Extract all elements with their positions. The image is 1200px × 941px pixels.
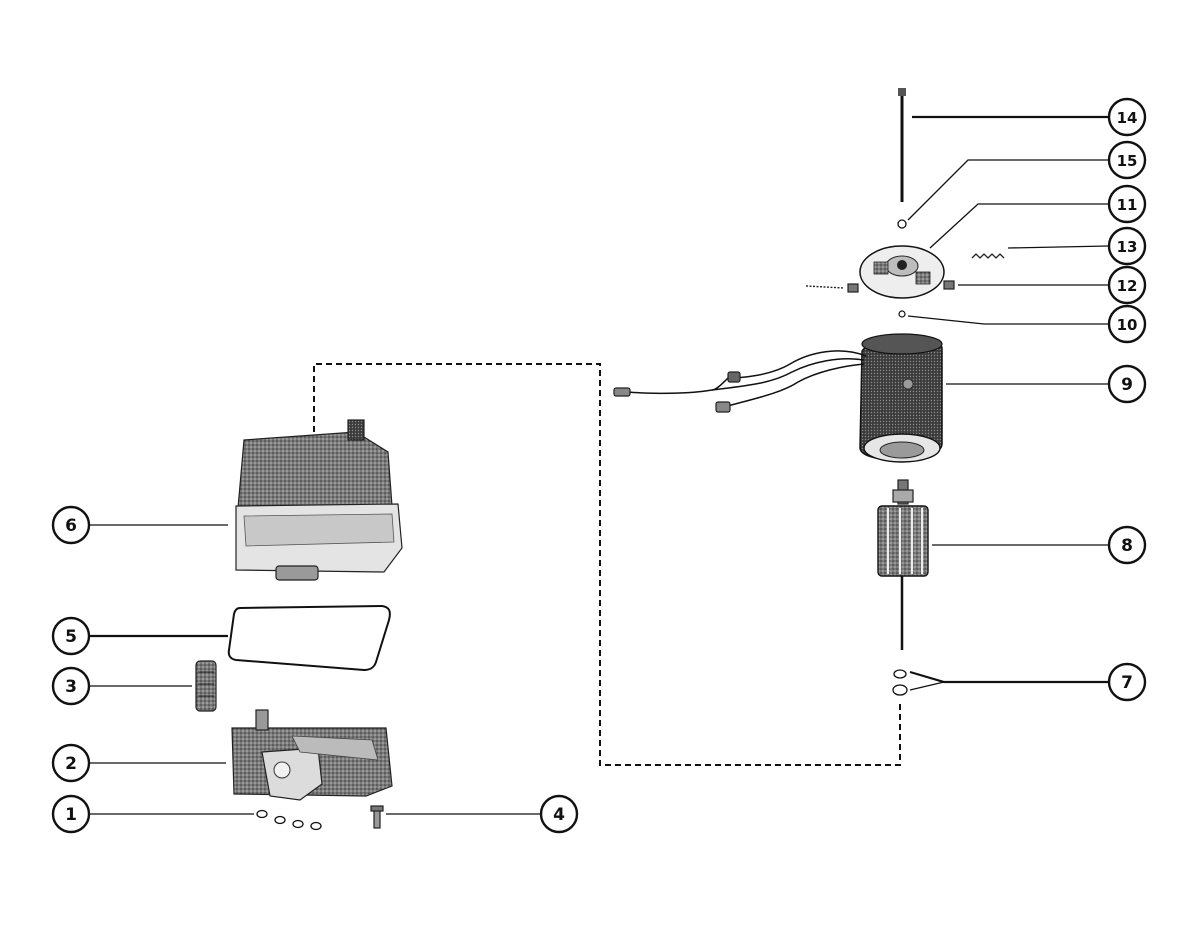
svg-text:7: 7 bbox=[1121, 673, 1133, 693]
callout-9: 9 bbox=[1107, 364, 1147, 404]
svg-text:15: 15 bbox=[1117, 152, 1138, 170]
callout-14: 14 bbox=[1107, 97, 1147, 137]
callout-13: 13 bbox=[1107, 226, 1147, 266]
svg-text:4: 4 bbox=[553, 805, 565, 825]
callout-8: 8 bbox=[1107, 525, 1147, 565]
part-brush-right bbox=[943, 280, 955, 290]
part-valve-body bbox=[231, 709, 393, 801]
callout-12: 12 bbox=[1107, 265, 1147, 305]
svg-text:6: 6 bbox=[65, 516, 77, 536]
part-thru-bolt bbox=[898, 88, 906, 202]
callout-7: 7 bbox=[1107, 662, 1147, 702]
callout-3: 3 bbox=[51, 666, 91, 706]
part-filter bbox=[195, 660, 217, 712]
part-ball bbox=[898, 310, 906, 318]
callout-2: 2 bbox=[51, 743, 91, 783]
leader-lines bbox=[90, 115, 1109, 815]
part-armature bbox=[877, 479, 929, 650]
part-wire-terminals bbox=[613, 371, 741, 413]
callout-11: 11 bbox=[1107, 184, 1147, 224]
svg-text:12: 12 bbox=[1117, 277, 1138, 295]
svg-text:2: 2 bbox=[65, 754, 77, 774]
callout-10: 10 bbox=[1107, 304, 1147, 344]
part-lead-wires bbox=[627, 350, 867, 407]
svg-text:5: 5 bbox=[65, 627, 77, 647]
part-thrust-washers bbox=[892, 669, 908, 696]
part-o-rings bbox=[256, 809, 322, 831]
callout-4: 4 bbox=[539, 794, 579, 834]
part-motor-frame bbox=[859, 333, 943, 463]
svg-text:3: 3 bbox=[65, 677, 77, 697]
callout-5: 5 bbox=[51, 616, 91, 656]
svg-text:1: 1 bbox=[65, 805, 77, 825]
assembly-dashed-connector bbox=[313, 363, 901, 766]
part-spring bbox=[971, 253, 1005, 259]
svg-text:11: 11 bbox=[1117, 196, 1138, 214]
part-screw bbox=[370, 805, 384, 829]
svg-text:14: 14 bbox=[1117, 109, 1138, 127]
part-gasket bbox=[227, 604, 391, 672]
svg-text:13: 13 bbox=[1117, 238, 1138, 256]
part-washer bbox=[897, 219, 907, 229]
part-brush-left bbox=[805, 283, 859, 293]
svg-text:8: 8 bbox=[1121, 536, 1133, 556]
callout-15: 15 bbox=[1107, 140, 1147, 180]
callout-1: 1 bbox=[51, 794, 91, 834]
callout-6: 6 bbox=[51, 505, 91, 545]
part-housing-cover bbox=[235, 419, 403, 581]
part-brush-plate bbox=[859, 245, 945, 299]
svg-text:10: 10 bbox=[1117, 316, 1138, 334]
svg-text:9: 9 bbox=[1121, 375, 1133, 395]
